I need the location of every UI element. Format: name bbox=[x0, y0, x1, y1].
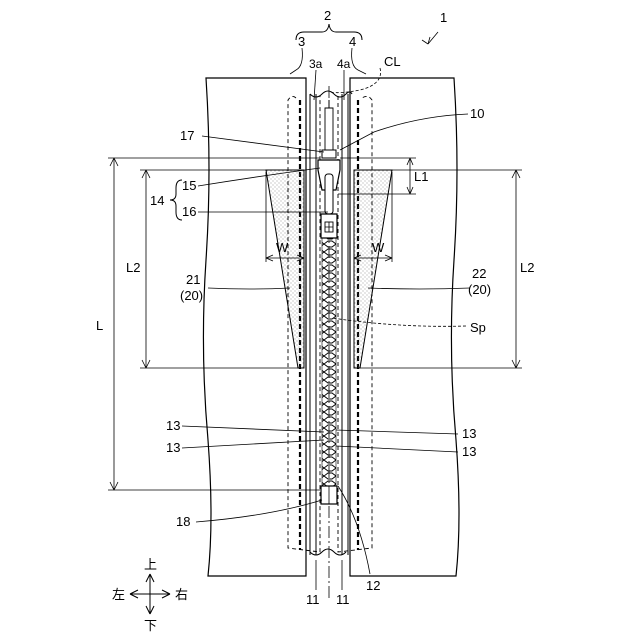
label-ref-4a: 4a bbox=[337, 57, 351, 71]
label-ref-3a: 3a bbox=[309, 57, 323, 71]
label-ref-21-group: (20) bbox=[180, 288, 203, 303]
label-ref-11-right: 11 bbox=[336, 592, 350, 607]
label-dim-L2-right: L2 bbox=[520, 260, 534, 275]
label-ref-15: 15 bbox=[182, 178, 196, 193]
element-row-chain bbox=[322, 236, 336, 486]
label-ref-2: 2 bbox=[324, 8, 331, 23]
label-ref-13-left-bottom: 13 bbox=[166, 440, 180, 455]
compass-label-right: 右 bbox=[175, 587, 188, 602]
label-ref-4: 4 bbox=[349, 34, 356, 49]
compass-label-left: 左 bbox=[112, 587, 125, 602]
label-dim-W-left: W bbox=[276, 240, 289, 255]
label-ref-14: 14 bbox=[150, 193, 164, 208]
label-ref-18: 18 bbox=[176, 514, 190, 529]
label-ref-22-group: (20) bbox=[468, 282, 491, 297]
compass-label-down: 下 bbox=[144, 618, 157, 633]
label-ref-3: 3 bbox=[298, 34, 305, 49]
label-dim-W-right: W bbox=[372, 240, 385, 255]
label-ref-17: 17 bbox=[180, 128, 194, 143]
left-garment-body bbox=[203, 78, 306, 576]
label-ref-sp: Sp bbox=[470, 320, 486, 335]
slider-pull-tab bbox=[325, 174, 333, 214]
label-ref-1: 1 bbox=[440, 10, 447, 25]
label-dim-L1: L1 bbox=[414, 169, 428, 184]
left-tape-inner-edge bbox=[310, 94, 316, 555]
label-ref-12: 12 bbox=[366, 578, 380, 593]
compass-label-up: 上 bbox=[144, 557, 157, 572]
brace-pull-assembly bbox=[170, 180, 182, 220]
label-ref-16: 16 bbox=[182, 204, 196, 219]
label-ref-cl: CL bbox=[384, 54, 401, 69]
slider-top-post bbox=[325, 108, 333, 150]
label-ref-13-right-bottom: 13 bbox=[462, 444, 476, 459]
right-tape-inner-edge bbox=[342, 94, 348, 555]
direction-compass bbox=[130, 574, 170, 614]
label-ref-21: 21 bbox=[186, 272, 200, 287]
label-ref-13-left-top: 13 bbox=[166, 418, 180, 433]
top-stop bbox=[322, 150, 336, 158]
label-ref-22: 22 bbox=[472, 266, 486, 281]
label-ref-11-left: 11 bbox=[306, 592, 320, 607]
label-ref-10: 10 bbox=[470, 106, 484, 121]
label-ref-13-right-top: 13 bbox=[462, 426, 476, 441]
label-dim-L2-left: L2 bbox=[126, 260, 140, 275]
label-dim-L: L bbox=[96, 318, 103, 333]
